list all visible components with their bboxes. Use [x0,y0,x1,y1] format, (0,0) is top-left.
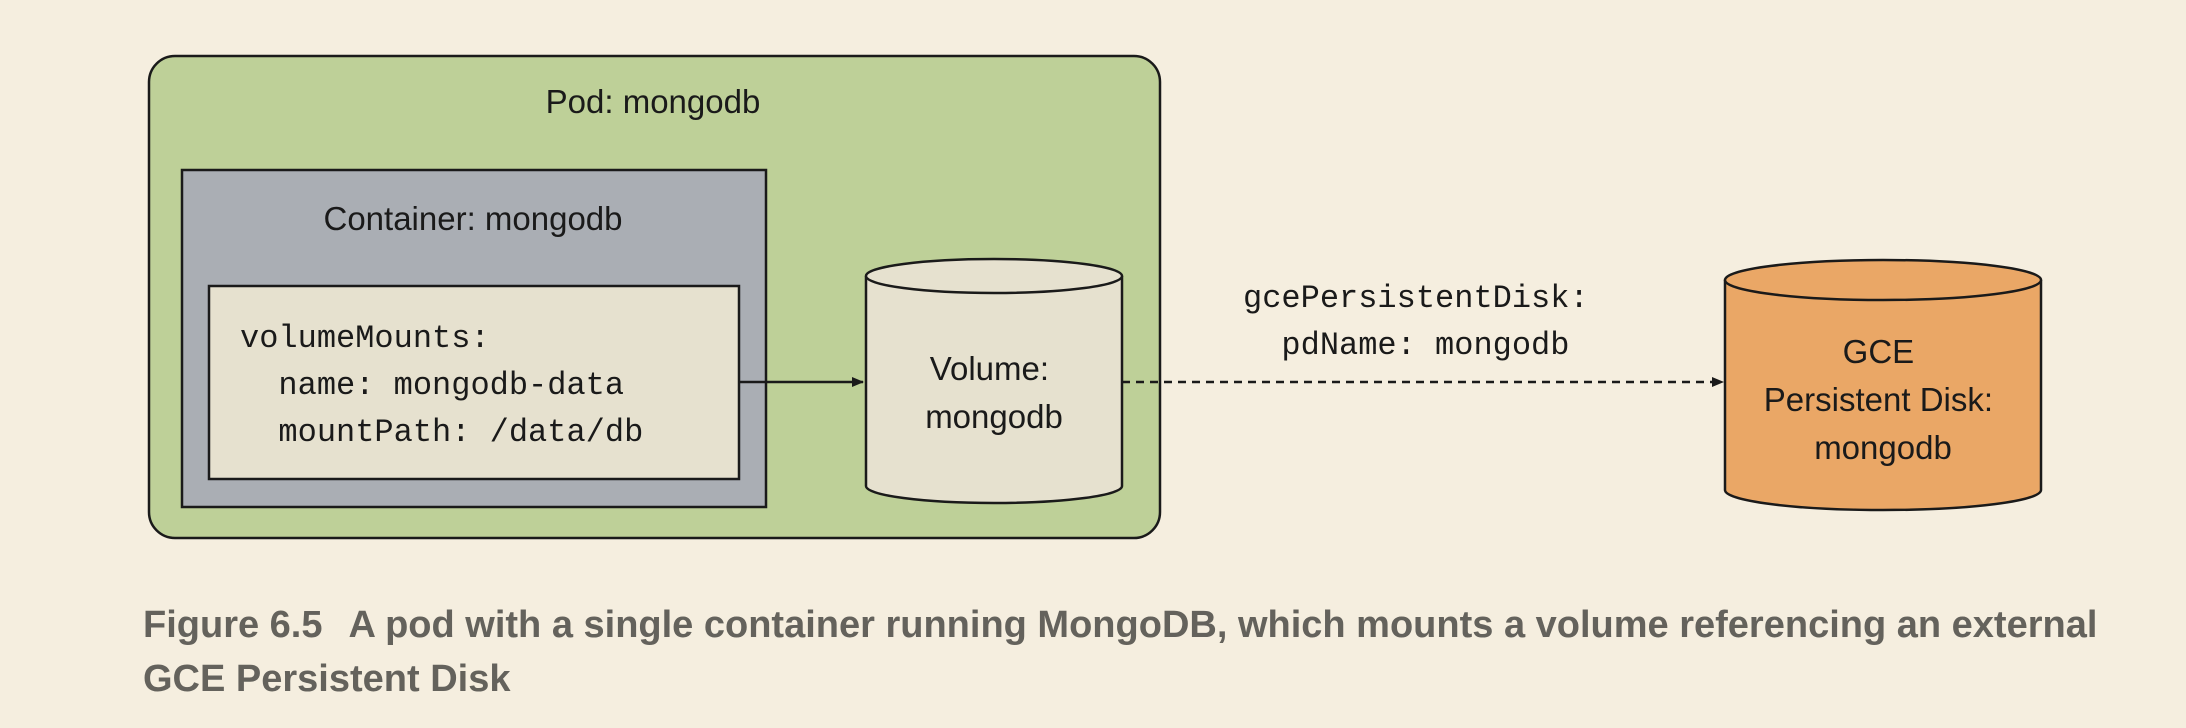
disk-spec-line: pdName: mongodb [1243,327,1569,364]
volume-label: Volume: mongodb [925,350,1063,435]
gce-disk-label: GCE Persistent Disk: mongodb [1764,333,2002,466]
gce-disk-label-line: GCE [1843,333,1915,370]
volume-label-line: Volume: [930,350,1049,387]
pod-label: Pod: mongodb [546,83,761,120]
gce-disk-label-line: mongodb [1814,429,1952,466]
gce-persistent-disk-spec: gcePersistentDisk: pdName: mongodb [0,0,1685,364]
gce-disk-label-line: Persistent Disk: [1764,381,1993,418]
figure-caption-text: A pod with a single container running Mo… [143,604,2098,700]
figure-number: Figure 6.5 [143,604,323,646]
volume-mounts-text: volumeMounts: name: mongodb-data mountPa… [0,0,720,451]
volume-mounts-line: volumeMounts: [240,320,490,357]
disk-spec-line: gcePersistentDisk: [1243,280,1589,317]
volume-cylinder [864,257,1124,505]
container-label: Container: mongodb [323,200,622,237]
volume-mounts-box [207,284,741,481]
volume-mounts-line: name: mongodb-data [240,367,624,404]
gce-disk-cylinder [1723,258,2043,512]
volume-label-line: mongodb [925,398,1063,435]
volume-mounts-line: mountPath: /data/db [240,414,643,451]
